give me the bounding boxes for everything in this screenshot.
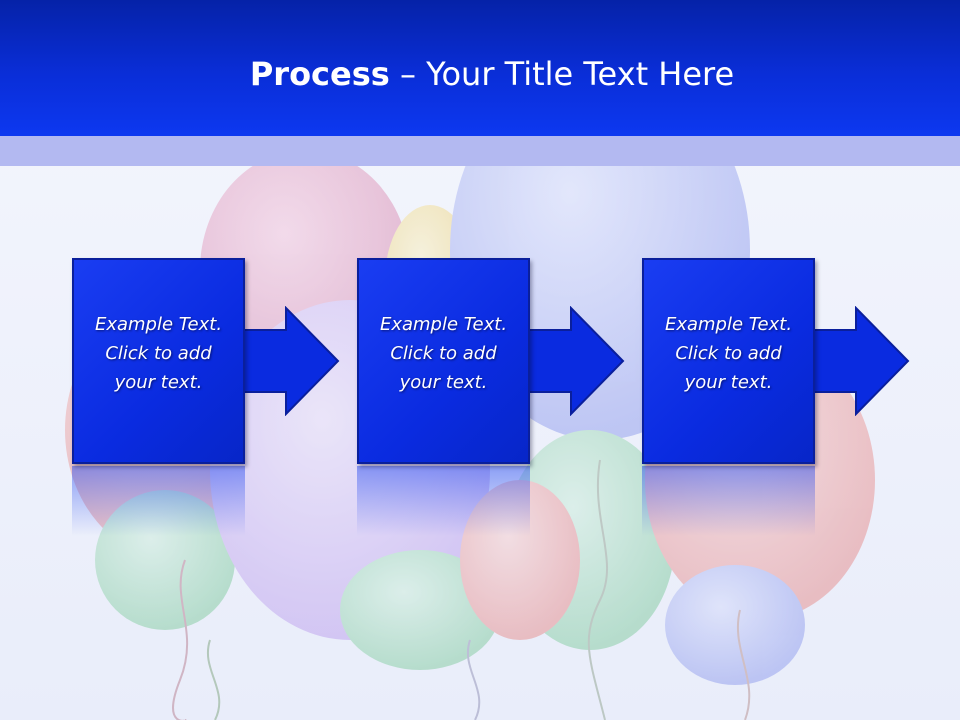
- step-1-reflection: [72, 466, 245, 536]
- step-1-box[interactable]: [72, 258, 245, 464]
- step-3-box[interactable]: [642, 258, 815, 464]
- step-2-arrow-icon: [529, 306, 625, 416]
- step-2-box[interactable]: [357, 258, 530, 464]
- step-3-line-3: your text.: [684, 372, 773, 393]
- title-rest-part: – Your Title Text Here: [389, 55, 735, 93]
- step-1-arrow-icon: [244, 306, 340, 416]
- step-3-line-1: Example Text.: [664, 314, 793, 335]
- step-1-line-3: your text.: [114, 372, 203, 393]
- step-3-text[interactable]: Example Text. Click to add your text.: [642, 310, 815, 397]
- step-3-arrow-icon: [814, 306, 910, 416]
- step-2-reflection: [357, 466, 530, 536]
- step-2-line-3: your text.: [399, 372, 488, 393]
- step-2-text[interactable]: Example Text. Click to add your text.: [357, 310, 530, 397]
- step-2-line-2: Click to add: [390, 343, 497, 364]
- step-1-line-2: Click to add: [105, 343, 212, 364]
- step-3-reflection: [642, 466, 815, 536]
- title-bold-part: Process: [249, 55, 390, 93]
- page-title[interactable]: Process – Your Title Text Here: [0, 52, 960, 96]
- sub-header-band: [0, 136, 960, 166]
- step-2-line-1: Example Text.: [379, 314, 508, 335]
- header-band: [0, 0, 960, 136]
- step-1-text[interactable]: Example Text. Click to add your text.: [72, 310, 245, 397]
- step-3-line-2: Click to add: [675, 343, 782, 364]
- step-1-line-1: Example Text.: [94, 314, 223, 335]
